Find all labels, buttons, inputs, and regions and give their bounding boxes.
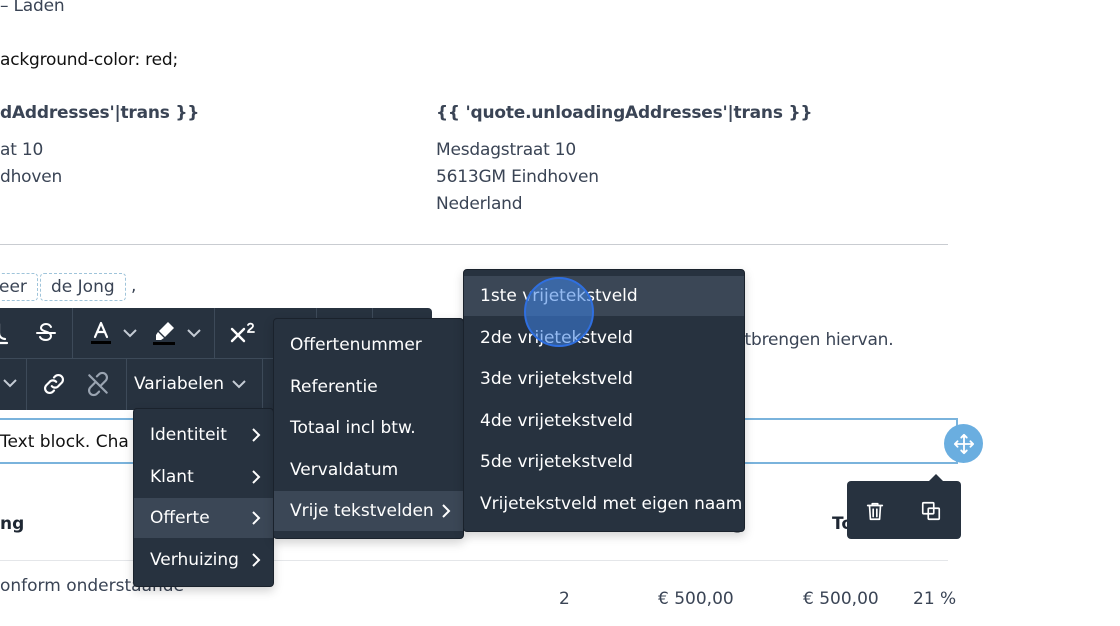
trash-icon xyxy=(866,502,884,521)
menu-item-vrijetekstveld-3[interactable]: 3de vrijetekstveld xyxy=(464,359,744,399)
menu-item-totaal-incl-btw[interactable]: Totaal incl btw. xyxy=(274,408,463,448)
chevron-right-icon xyxy=(252,470,261,484)
table-cell-price: € 500,00 xyxy=(658,589,734,609)
delete-button[interactable] xyxy=(861,497,889,525)
toolbar-separator xyxy=(214,308,215,358)
menu-item-vrijetekstveld-eigen-naam[interactable]: Vrijetekstveld met eigen naam xyxy=(464,484,744,524)
loading-addresses-header: dAddresses'|trans }} xyxy=(0,103,200,123)
menu-item-label: Offerte xyxy=(150,508,210,528)
menu-item-label: Vervaldatum xyxy=(290,460,399,480)
variables-dropdown[interactable]: Variabelen xyxy=(134,370,254,398)
element-actions-popover xyxy=(847,481,961,539)
menu-item-verhuizing[interactable]: Verhuizing xyxy=(134,540,273,580)
vrije-tekstvelden-submenu: 1ste vrijetekstveld 2de vrijetekstveld 3… xyxy=(463,269,745,532)
link-button[interactable] xyxy=(40,370,68,398)
chevron-down-icon xyxy=(3,379,17,388)
strikethrough-icon xyxy=(36,322,56,342)
unloading-addresses-header: {{ 'quote.unloadingAddresses'|trans }} xyxy=(436,103,813,123)
superscript-button[interactable] xyxy=(228,320,258,346)
font-color-button[interactable] xyxy=(88,320,114,346)
menu-item-label: Verhuizing xyxy=(150,550,239,570)
menu-item-label: Offertenummer xyxy=(290,335,422,355)
superscript-icon xyxy=(230,322,255,343)
chevron-right-icon xyxy=(442,504,451,518)
chevron-right-icon xyxy=(252,428,261,442)
chevron-right-icon xyxy=(252,553,261,567)
font-color-dropdown[interactable] xyxy=(120,324,140,342)
menu-item-vervaldatum[interactable]: Vervaldatum xyxy=(274,450,463,490)
menu-item-label: Vrijetekstveld met eigen naam xyxy=(480,494,743,514)
menu-item-vrijetekstveld-1[interactable]: 1ste vrijetekstveld xyxy=(464,276,744,316)
body-paragraph: itbrengen hiervan. xyxy=(740,330,894,350)
unlink-button[interactable] xyxy=(84,370,112,398)
lastname-variable-tag[interactable]: de Jong xyxy=(40,273,126,301)
underline-button[interactable] xyxy=(0,320,14,346)
toolbar-separator xyxy=(262,359,263,410)
unloading-country: Nederland xyxy=(436,194,523,214)
unlink-icon xyxy=(88,371,108,397)
toolbar-row-divider xyxy=(0,358,432,359)
toolbar-separator xyxy=(126,359,127,410)
table-cell-total: € 500,00 xyxy=(803,589,879,609)
popover-arrow xyxy=(928,474,944,482)
dropdown-button[interactable] xyxy=(0,374,20,392)
loading-label: – Laden xyxy=(0,0,65,16)
loading-city: dhoven xyxy=(0,167,63,187)
chevron-right-icon xyxy=(252,511,261,525)
menu-item-offertenummer[interactable]: Offertenummer xyxy=(274,325,463,365)
menu-item-referentie[interactable]: Referentie xyxy=(274,367,463,407)
unloading-street: Mesdagstraat 10 xyxy=(436,140,577,160)
underline-icon xyxy=(0,323,9,345)
table-cell-quantity: 2 xyxy=(559,589,570,609)
offerte-submenu: Offertenummer Referentie Totaal incl btw… xyxy=(273,318,464,539)
menu-item-label: Totaal incl btw. xyxy=(290,418,416,438)
menu-item-label: 3de vrijetekstveld xyxy=(480,369,633,389)
menu-item-label: 5de vrijetekstveld xyxy=(480,452,633,472)
duplicate-button[interactable] xyxy=(917,497,945,525)
move-icon xyxy=(953,433,974,454)
highlighter-icon xyxy=(153,322,175,345)
menu-item-label: Klant xyxy=(150,467,194,487)
toolbar-separator xyxy=(26,359,27,410)
click-indicator xyxy=(524,277,594,347)
strikethrough-button[interactable] xyxy=(32,320,60,346)
table-cell-vat: 21 % xyxy=(913,589,957,609)
css-text: ackground-color: red; xyxy=(0,50,178,70)
divider xyxy=(0,244,948,245)
loading-street: at 10 xyxy=(0,140,44,160)
menu-item-label: Referentie xyxy=(290,377,378,397)
table-divider xyxy=(0,560,948,561)
menu-item-label: 4de vrijetekstveld xyxy=(480,411,633,431)
copy-icon xyxy=(921,501,941,521)
toolbar-separator xyxy=(72,308,73,358)
chevron-down-icon xyxy=(232,380,246,389)
highlight-button[interactable] xyxy=(150,320,178,346)
variables-menu: Identiteit Klant Offerte Verhuizing xyxy=(133,408,274,587)
menu-item-identiteit[interactable]: Identiteit xyxy=(134,415,273,455)
salutation-variable-tag[interactable]: eer xyxy=(0,273,38,301)
menu-item-label: Vrije tekstvelden xyxy=(290,501,434,521)
menu-item-klant[interactable]: Klant xyxy=(134,457,273,497)
menu-item-vrijetekstveld-4[interactable]: 4de vrijetekstveld xyxy=(464,401,744,441)
table-header-description: ng xyxy=(0,514,25,534)
menu-item-vrijetekstveld-5[interactable]: 5de vrijetekstveld xyxy=(464,442,744,482)
menu-item-vrijetekstveld-2[interactable]: 2de vrijetekstveld xyxy=(464,318,744,358)
font-color-icon xyxy=(91,321,111,344)
menu-item-offerte[interactable]: Offerte xyxy=(134,498,273,538)
link-icon xyxy=(44,374,64,394)
move-handle[interactable] xyxy=(944,424,983,463)
highlight-dropdown[interactable] xyxy=(184,324,204,342)
chevron-down-icon xyxy=(123,329,137,338)
text-block-content[interactable]: Text block. Cha xyxy=(0,432,129,452)
chevron-down-icon xyxy=(187,329,201,338)
salutation-comma: , xyxy=(131,276,137,296)
variables-label: Variabelen xyxy=(134,374,225,394)
unloading-city: 5613GM Eindhoven xyxy=(436,167,599,187)
menu-item-vrije-tekstvelden[interactable]: Vrije tekstvelden xyxy=(274,491,463,531)
menu-item-label: Identiteit xyxy=(150,425,227,445)
